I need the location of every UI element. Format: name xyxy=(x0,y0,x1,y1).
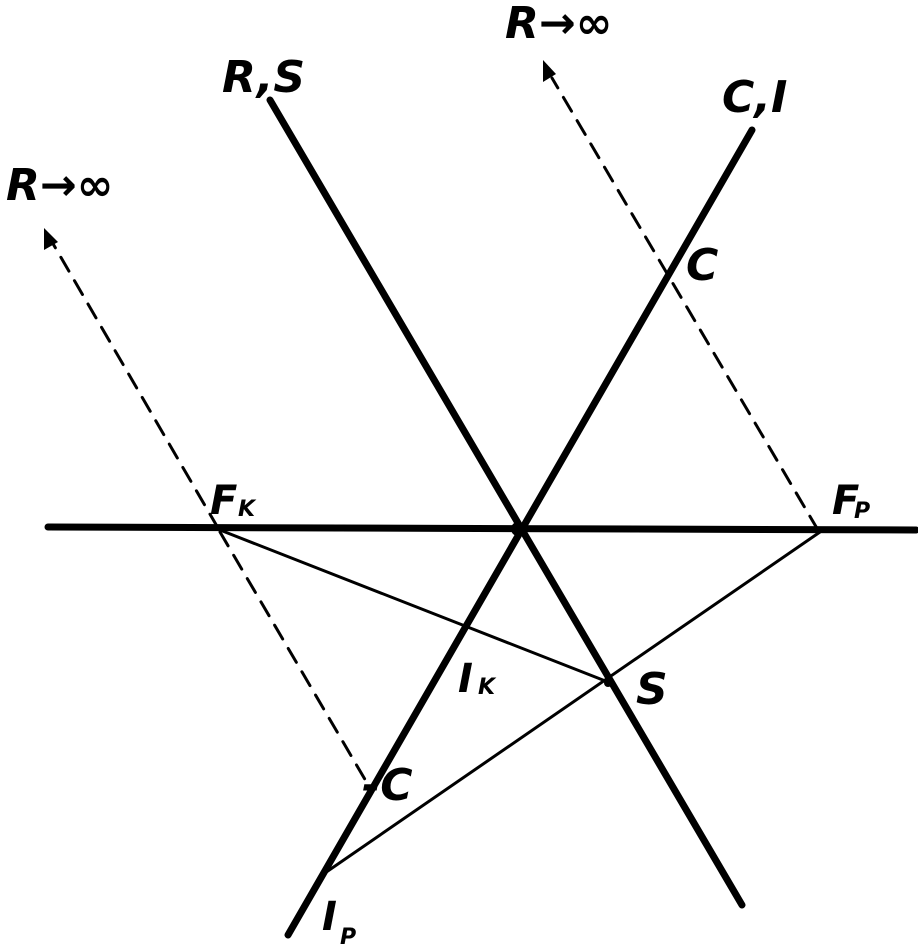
rs-line xyxy=(266,96,746,909)
svg-text:F: F xyxy=(210,478,237,524)
label-r-inf-left: R→∞ xyxy=(6,160,113,211)
svg-text:K: K xyxy=(478,675,497,700)
dashed-left-lower xyxy=(218,530,372,790)
svg-text:P: P xyxy=(340,925,356,950)
dashed-left-upper xyxy=(50,240,220,530)
svg-text:K: K xyxy=(238,497,257,522)
horizontal-axis xyxy=(44,523,918,534)
label-ik: I K xyxy=(458,656,497,702)
label-rs: R,S xyxy=(222,52,305,103)
label-s: S xyxy=(636,664,668,715)
svg-text:F: F xyxy=(832,478,859,524)
label-fk: F K xyxy=(210,478,257,524)
label-c-upper: C xyxy=(686,240,718,291)
svg-text:I: I xyxy=(458,656,473,702)
fp-to-ip-ray xyxy=(320,530,822,877)
center-point xyxy=(511,522,525,536)
svg-text:P: P xyxy=(854,499,870,524)
arrow-left-head xyxy=(44,228,58,250)
fk-to-s-ray xyxy=(218,528,610,684)
dashed-right xyxy=(550,76,820,532)
label-ip: I P xyxy=(322,894,356,950)
s-point xyxy=(604,679,612,687)
arrow-top-head xyxy=(543,60,556,82)
svg-text:I: I xyxy=(322,894,337,940)
label-r-inf-top: R→∞ xyxy=(505,0,612,49)
label-c-lower: -C xyxy=(362,760,413,811)
label-fp: F P xyxy=(832,478,870,524)
label-ci: C,I xyxy=(722,72,787,123)
